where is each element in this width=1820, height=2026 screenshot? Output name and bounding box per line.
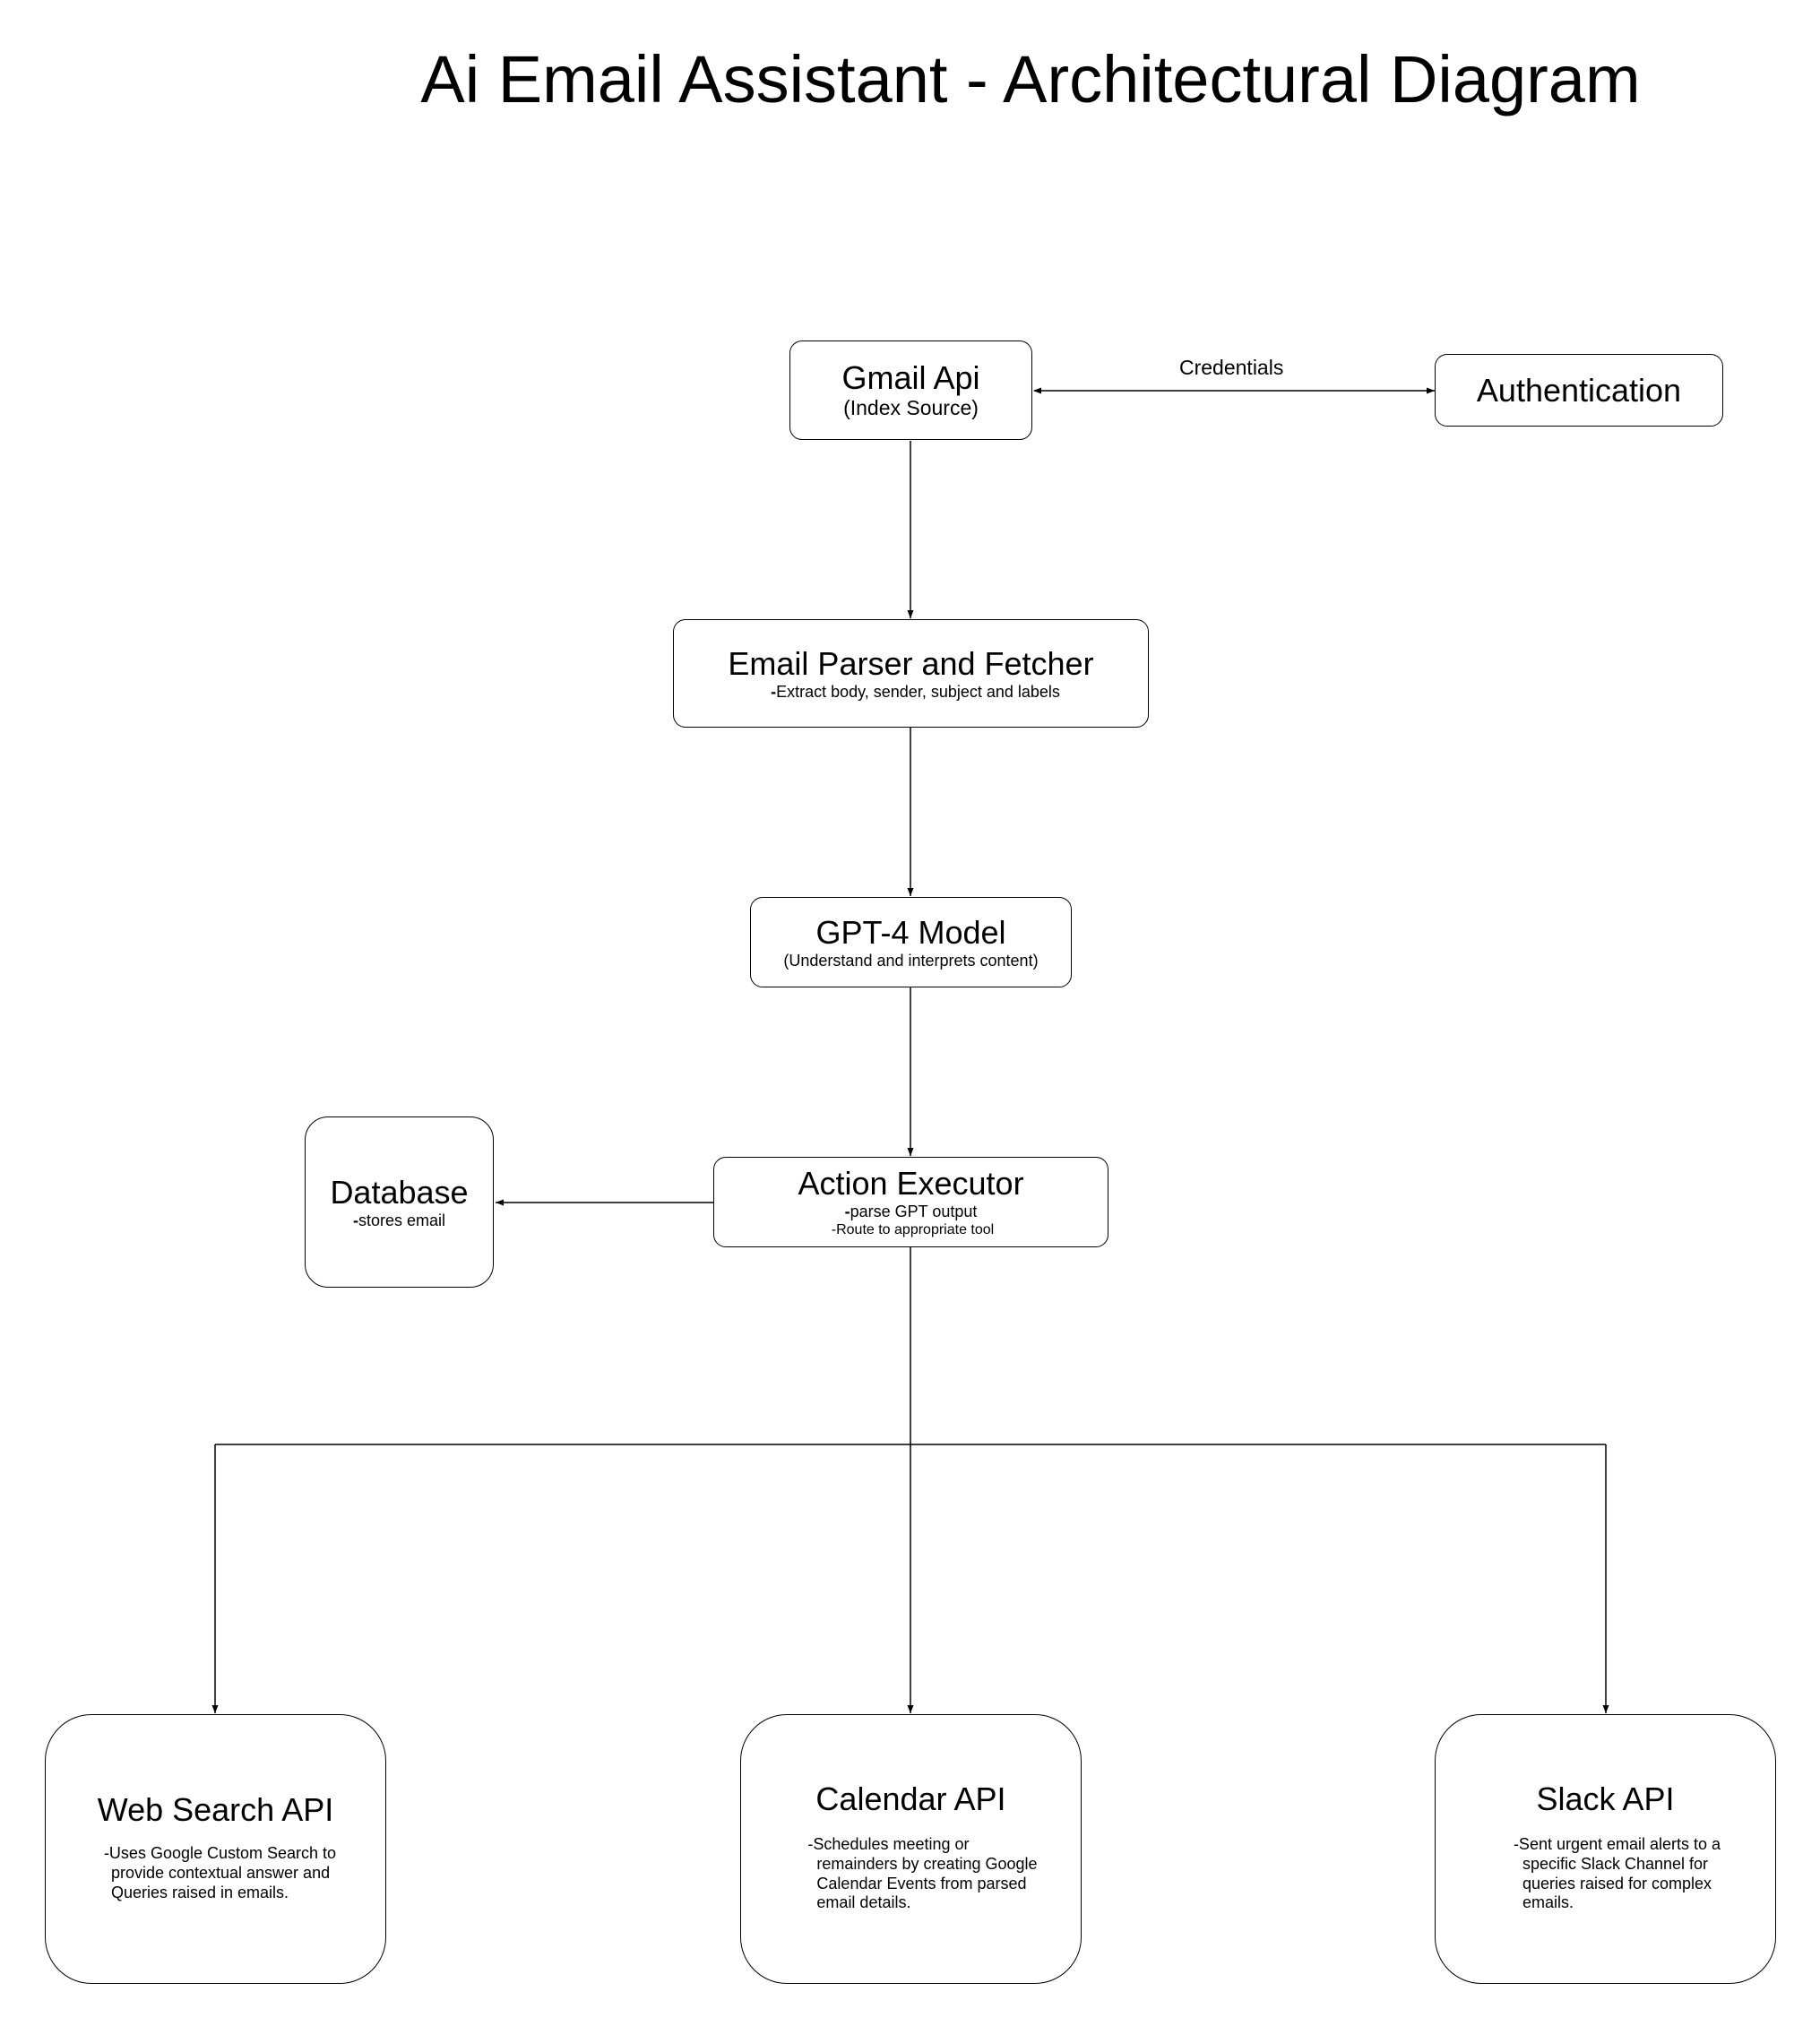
email-parser-desc-text: Extract body, sender, subject and labels — [776, 682, 1060, 701]
web-search-api-desc-line: Queries raised in emails. — [110, 1883, 289, 1901]
email-parser-desc: -Extract body, sender, subject and label… — [771, 682, 1060, 703]
web-search-api-desc-line: -Uses Google Custom Search to — [103, 1843, 337, 1862]
database-node: Database -stores email — [305, 1116, 494, 1288]
desc-dash: - — [844, 1202, 850, 1220]
web-search-api-desc: -Uses Google Custom Search to provide co… — [104, 1844, 336, 1903]
page-title: Ai Email Assistant - Architectural Diagr… — [420, 42, 1641, 116]
database-desc: -stores email — [353, 1211, 445, 1231]
action-executor-node: Action Executor -parse GPT output -Route… — [713, 1157, 1108, 1247]
email-parser-title: Email Parser and Fetcher — [728, 644, 1094, 682]
slack-api-desc-line: specific Slack Channel for — [1522, 1854, 1709, 1873]
calendar-api-desc-line: Calendar Events from parsed — [816, 1874, 1027, 1892]
calendar-api-desc: -Schedules meeting or remainders by crea… — [807, 1835, 1037, 1914]
credentials-label: Credentials — [1179, 356, 1284, 379]
gmail-api-title: Gmail Api — [841, 359, 980, 396]
web-search-api-desc-line: provide contextual answer and — [110, 1863, 331, 1882]
action-executor-desc-1-text: parse GPT output — [850, 1202, 978, 1220]
slack-api-node: Slack API -Sent urgent email alerts to a… — [1435, 1714, 1776, 1984]
slack-api-desc: -Sent urgent email alerts to a specific … — [1514, 1835, 1721, 1914]
calendar-api-node: Calendar API -Schedules meeting or remai… — [740, 1714, 1082, 1984]
web-search-api-node: Web Search API -Uses Google Custom Searc… — [45, 1714, 386, 1984]
calendar-api-title: Calendar API — [815, 1780, 1006, 1817]
calendar-api-desc-line: remainders by creating Google — [816, 1854, 1038, 1873]
desc-dash: - — [352, 1211, 358, 1229]
gmail-api-subtitle: (Index Source) — [843, 396, 979, 420]
calendar-api-desc-line: -Schedules meeting or — [807, 1834, 970, 1853]
web-search-api-title: Web Search API — [97, 1791, 334, 1828]
slack-api-title: Slack API — [1536, 1780, 1675, 1817]
authentication-title: Authentication — [1476, 371, 1682, 409]
slack-api-desc-line: queries raised for complex — [1522, 1874, 1712, 1892]
slack-api-desc-line: -Sent urgent email alerts to a — [1513, 1834, 1721, 1853]
gpt-model-desc: (Understand and interprets content) — [783, 951, 1039, 970]
database-title: Database — [330, 1173, 469, 1211]
calendar-api-desc-line: email details. — [816, 1893, 911, 1912]
desc-dash: - — [771, 682, 777, 701]
gpt-model-node: GPT-4 Model (Understand and interprets c… — [750, 897, 1072, 987]
gpt-model-title: GPT-4 Model — [815, 913, 1006, 951]
action-executor-desc-1: -parse GPT output — [845, 1202, 978, 1222]
email-parser-node: Email Parser and Fetcher -Extract body, … — [673, 619, 1149, 728]
authentication-node: Authentication — [1435, 354, 1723, 427]
slack-api-desc-line: emails. — [1522, 1893, 1574, 1912]
gmail-api-node: Gmail Api (Index Source) — [789, 341, 1032, 440]
action-executor-desc-2: -Route to appropriate tool — [831, 1222, 995, 1238]
database-desc-text: stores email — [358, 1211, 446, 1229]
action-executor-title: Action Executor — [798, 1164, 1024, 1202]
